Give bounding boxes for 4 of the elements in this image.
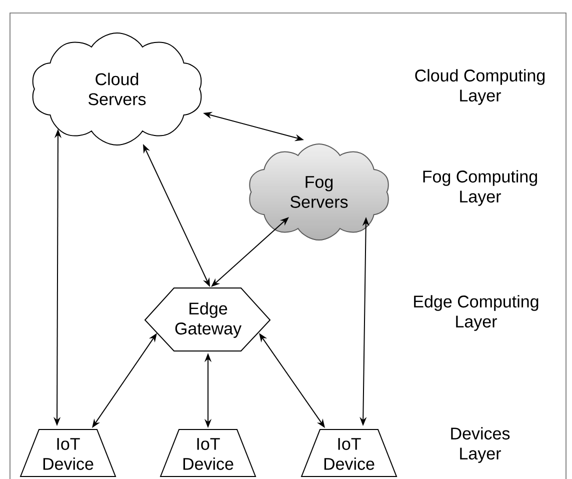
layer-label: Devices Layer: [451, 427, 510, 463]
layer-label: Edge Computing Layer: [414, 295, 538, 331]
layer-label: Cloud Computing Layer: [415, 69, 545, 105]
layer-label: Fog Computing Layer: [423, 170, 537, 206]
